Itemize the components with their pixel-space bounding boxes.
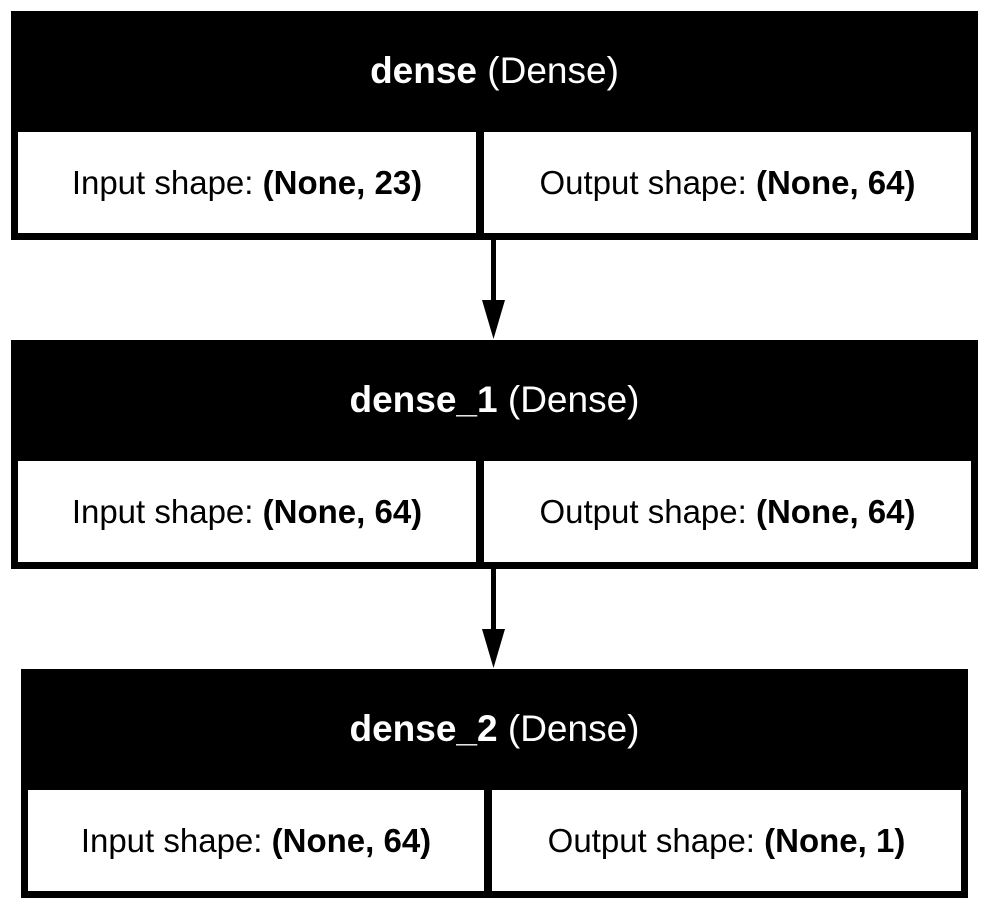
input-shape-value: (None, 64) (262, 492, 423, 530)
arrowhead-icon (482, 629, 505, 668)
edge-arrow-dense-to-dense-1 (482, 240, 505, 339)
layer-class: (Dense) (487, 50, 619, 91)
input-shape-cell: Input shape: (None, 64) (18, 461, 476, 562)
layer-header: dense (Dense) (11, 11, 978, 131)
layer-header: dense_1 (Dense) (11, 340, 978, 460)
layer-node-dense-1: dense_1 (Dense) Input shape: (None, 64) … (11, 340, 978, 569)
input-shape-value: (None, 23) (262, 163, 423, 201)
output-shape-cell: Output shape: (None, 64) (484, 461, 971, 562)
input-shape-cell: Input shape: (None, 64) (28, 790, 484, 891)
layer-name: dense (370, 50, 478, 91)
output-shape-cell: Output shape: (None, 64) (484, 132, 971, 233)
input-shape-label: Input shape: (80, 821, 263, 859)
input-shape-cell: Input shape: (None, 23) (18, 132, 476, 233)
layer-class: (Dense) (507, 708, 640, 749)
layer-name: dense_2 (349, 708, 498, 749)
layer-node-dense-2: dense_2 (Dense) Input shape: (None, 64) … (21, 669, 968, 898)
layer-class: (Dense) (507, 379, 640, 420)
edge-arrow-dense-1-to-dense-2 (482, 569, 505, 668)
layer-node-dense: dense (Dense) Input shape: (None, 23) Ou… (11, 11, 978, 240)
input-shape-label: Input shape: (71, 492, 254, 530)
input-shape-label: Input shape: (71, 163, 254, 201)
arrowhead-icon (482, 300, 505, 339)
output-shape-label: Output shape: (539, 163, 747, 201)
output-shape-value: (None, 64) (755, 492, 916, 530)
output-shape-value: (None, 64) (755, 163, 916, 201)
output-shape-label: Output shape: (547, 821, 755, 859)
output-shape-cell: Output shape: (None, 1) (492, 790, 961, 891)
layer-name: dense_1 (349, 379, 498, 420)
output-shape-label: Output shape: (539, 492, 747, 530)
layer-header: dense_2 (Dense) (21, 669, 968, 789)
output-shape-value: (None, 1) (764, 821, 906, 859)
input-shape-value: (None, 64) (271, 821, 432, 859)
